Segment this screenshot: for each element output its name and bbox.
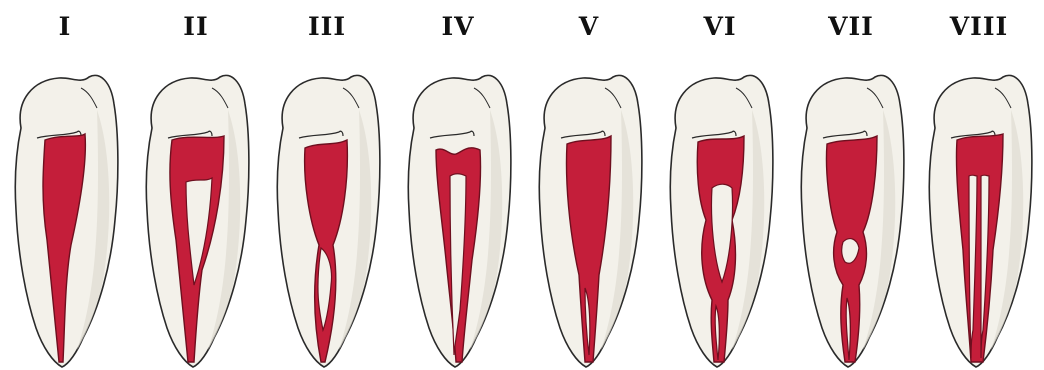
tooth-type-5 xyxy=(531,70,647,370)
tooth-type-7 xyxy=(793,70,909,370)
type-label: IV xyxy=(393,12,523,41)
type-label: I xyxy=(0,12,130,41)
type-label: III xyxy=(262,12,392,41)
type-label: VIII xyxy=(914,12,1044,41)
tooth-panel-1: I xyxy=(0,0,130,370)
tooth-panel-6: VI xyxy=(655,0,785,370)
type-label: VI xyxy=(655,12,785,41)
tooth-panel-8: VIII xyxy=(914,0,1044,370)
tooth-panel-2: II xyxy=(131,0,261,370)
type-label: II xyxy=(131,12,261,41)
tooth-type-2 xyxy=(138,70,254,370)
tooth-panel-7: VII xyxy=(786,0,916,370)
tooth-type-3 xyxy=(269,70,385,370)
type-label: V xyxy=(524,12,654,41)
tooth-panel-5: V xyxy=(524,0,654,370)
tooth-panel-3: III xyxy=(262,0,392,370)
tooth-type-8 xyxy=(921,70,1037,370)
type-label: VII xyxy=(786,12,916,41)
tooth-type-6 xyxy=(662,70,778,370)
tooth-panel-4: IV xyxy=(393,0,523,370)
tooth-type-4 xyxy=(400,70,516,370)
tooth-type-1 xyxy=(7,70,123,370)
